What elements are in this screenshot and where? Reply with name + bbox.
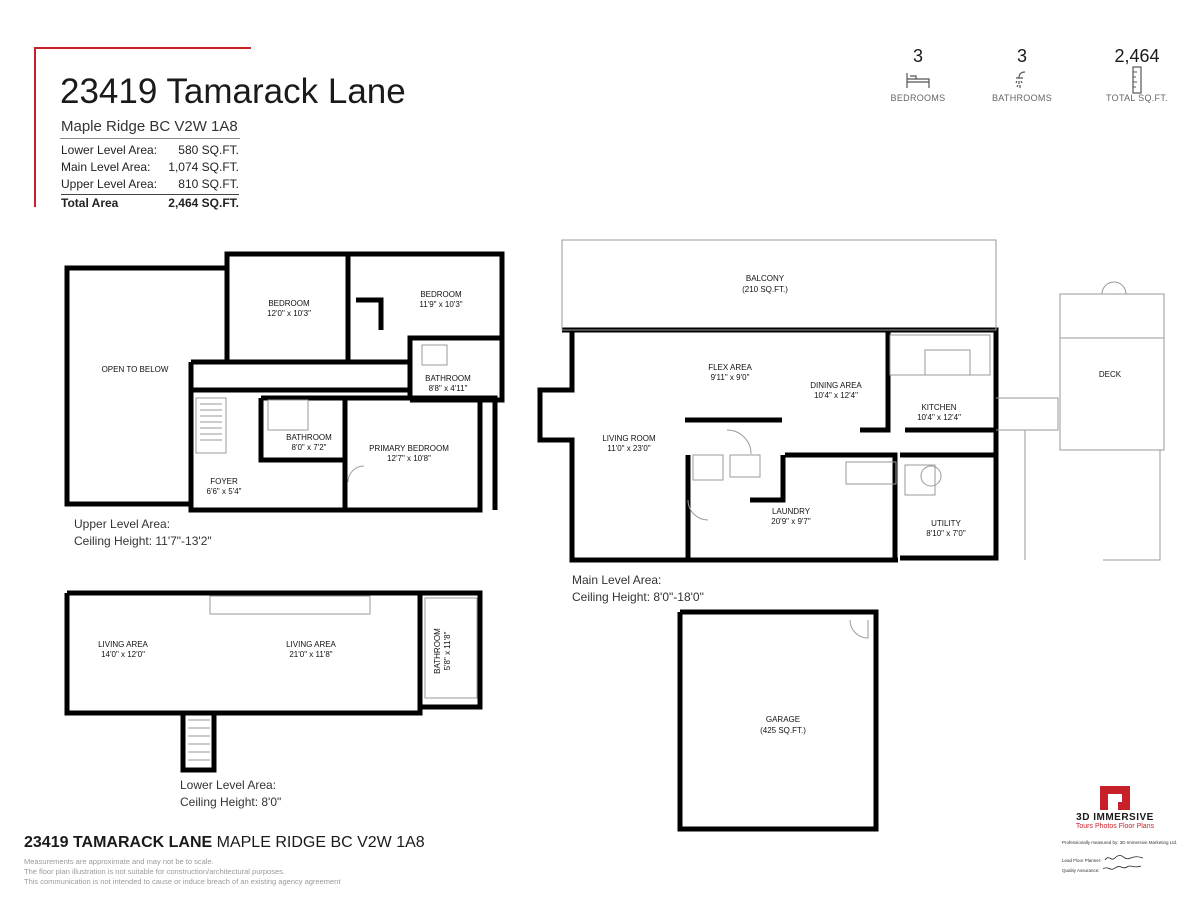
total-label: Total Area (61, 196, 119, 210)
brand-block: 3D IMMERSIVE Tours Photos Floor Plans (1060, 784, 1170, 830)
quality-assurance: Quality Assurance: (1062, 864, 1177, 874)
shower-icon (977, 67, 1067, 93)
room-living-room: LIVING ROOM (602, 434, 656, 443)
stat-total-sqft: 2,464 TOTAL SQ.FT. (1092, 45, 1182, 103)
page-title: 23419 Tamarack Lane (60, 72, 406, 111)
room-primary-bedroom: PRIMARY BEDROOM (369, 444, 449, 453)
area-value: 580 SQ.FT. (178, 143, 239, 157)
room-living-area-2: LIVING AREA (286, 640, 336, 649)
room-lower-bathroom-dim: 5'8" x 11'8" (443, 631, 452, 670)
lead-planner: Lead Floor Planner: (1062, 854, 1177, 864)
room-bathroom-b-dim: 8'0" x 7'2" (292, 443, 327, 452)
brand-tagline: Tours Photos Floor Plans (1075, 823, 1155, 830)
garage-plan (677, 609, 879, 832)
room-living-area-2-dim: 21'0" x 11'8" (289, 650, 332, 659)
room-flex-area: FLEX AREA (708, 363, 752, 372)
disclaimer-line: Measurements are approximate and may not… (24, 857, 214, 866)
room-living-room-dim: 11'0" x 23'0" (607, 444, 650, 453)
room-balcony: BALCONY (746, 274, 785, 283)
area-label: Upper Level Area: (61, 177, 158, 191)
room-utility: UTILITY (931, 519, 961, 528)
room-garage-dim: (425 SQ.FT.) (760, 726, 806, 735)
main-level-label: Main Level Area: (572, 573, 662, 587)
brand-credits: Professionally measured by: 3D Immersive… (1062, 840, 1177, 874)
room-kitchen: KITCHEN (921, 403, 956, 412)
area-row-lower: Lower Level Area: 580 SQ.FT. (61, 142, 239, 159)
room-bathroom-a: BATHROOM (425, 374, 471, 383)
room-bathroom-a-dim: 8'8" x 4'11" (429, 384, 468, 393)
area-label: Main Level Area: (61, 160, 151, 174)
page-subtitle: Maple Ridge BC V2W 1A8 (61, 118, 238, 135)
stat-bedrooms: 3 BEDROOMS (873, 45, 963, 103)
upper-level-ceiling: Ceiling Height: 11'7"-13'2" (74, 534, 212, 548)
area-summary: Lower Level Area: 580 SQ.FT. Main Level … (61, 142, 239, 212)
subtitle-divider (60, 138, 240, 139)
measured-by: Professionally measured by: 3D Immersive… (1062, 840, 1178, 845)
footer-address-street: 23419 TAMARACK LANE (24, 834, 213, 851)
qa-label: Quality Assurance: (1062, 868, 1100, 873)
room-bedroom-2: BEDROOM (420, 290, 462, 299)
area-value: 810 SQ.FT. (178, 177, 239, 191)
lead-planner-label: Lead Floor Planner: (1062, 858, 1102, 863)
area-row-main: Main Level Area: 1,074 SQ.FT. (61, 159, 239, 176)
signature-icon (1104, 854, 1143, 861)
room-dining-area: DINING AREA (810, 381, 862, 390)
stat-value: 2,464 (1114, 46, 1160, 66)
lower-level-label: Lower Level Area: (180, 778, 277, 792)
main-level-ceiling: Ceiling Height: 8'0"-18'0" (572, 590, 704, 604)
footer-address-city: MAPLE RIDGE BC V2W 1A8 (212, 834, 425, 851)
upper-level-label: Upper Level Area: (74, 517, 171, 531)
room-deck: DECK (1099, 370, 1122, 379)
bed-icon (873, 67, 963, 93)
brand-name: 3D IMMERSIVE (1076, 812, 1154, 823)
disclaimer-line: This communication is not intended to ca… (24, 877, 341, 886)
room-foyer: FOYER (210, 477, 238, 486)
stat-value: 3 (912, 46, 923, 66)
room-flex-area-dim: 9'11" x 9'0" (711, 373, 750, 382)
total-value: 2,464 SQ.FT. (168, 196, 239, 210)
room-balcony-dim: (210 SQ.FT.) (742, 285, 788, 294)
room-primary-bedroom-dim: 12'7" x 10'8" (387, 454, 431, 463)
room-living-area-1: LIVING AREA (98, 640, 148, 649)
balcony-outline (561, 239, 997, 331)
room-bedroom-1-dim: 12'0" x 10'3" (267, 309, 311, 318)
room-laundry-dim: 20'9" x 9'7" (771, 517, 811, 526)
room-garage: GARAGE (766, 715, 800, 724)
room-open-below: OPEN TO BELOW (102, 365, 169, 374)
brand-logo-icon (1060, 784, 1170, 812)
stat-label: BATHROOMS (991, 93, 1053, 103)
upper-level-plan (64, 251, 505, 513)
room-bedroom-2-dim: 11'9" x 10'3" (419, 300, 462, 309)
room-bedroom-1: BEDROOM (268, 299, 310, 308)
stat-label: BEDROOMS (890, 93, 946, 103)
disclaimer-line: The floor plan illustration is not suita… (24, 867, 285, 876)
room-bathroom-b: BATHROOM (286, 433, 332, 442)
room-lower-bathroom: BATHROOM (433, 628, 442, 674)
footer-address: 23419 TAMARACK LANE MAPLE RIDGE BC V2W 1… (24, 834, 425, 852)
lower-level-ceiling: Ceiling Height: 8'0" (180, 795, 282, 809)
room-kitchen-dim: 10'4" x 12'4" (917, 413, 961, 422)
accent-line-top (34, 47, 251, 49)
room-foyer-dim: 6'6" x 5'4" (207, 487, 242, 496)
accent-line-left (34, 47, 36, 207)
room-laundry: LAUNDRY (772, 507, 811, 516)
stat-label: TOTAL SQ.FT. (1106, 93, 1168, 103)
ruler-icon (1092, 66, 1182, 94)
room-dining-area-dim: 10'4" x 12'4" (814, 391, 858, 400)
area-row-total: Total Area 2,464 SQ.FT. (61, 194, 239, 212)
area-value: 1,074 SQ.FT. (168, 160, 239, 174)
stat-bathrooms: 3 BATHROOMS (977, 45, 1067, 103)
signature-icon (1102, 865, 1141, 870)
area-label: Lower Level Area: (61, 143, 158, 157)
room-living-area-1-dim: 14'0" x 12'0" (101, 650, 145, 659)
room-utility-dim: 8'10" x 7'0" (926, 529, 966, 538)
lower-level-plan (64, 590, 483, 773)
area-row-upper: Upper Level Area: 810 SQ.FT. (61, 176, 239, 193)
stat-value: 3 (1016, 46, 1027, 66)
